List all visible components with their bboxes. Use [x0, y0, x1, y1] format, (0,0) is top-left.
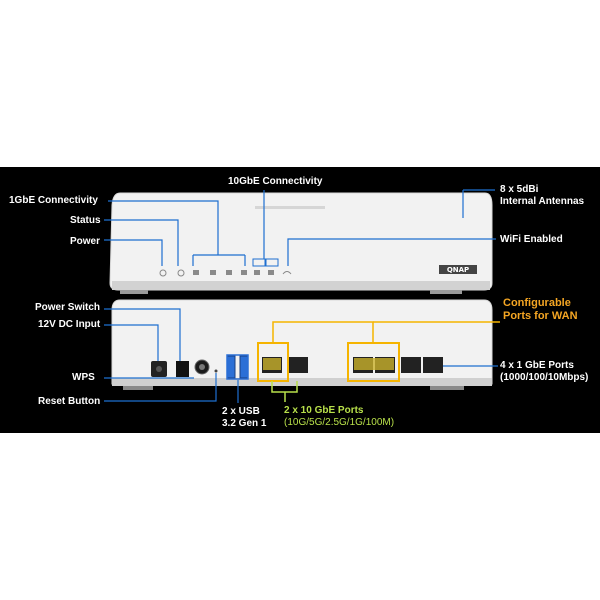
label-10gbe-ports-line1: 2 x 10 GbE Ports [284, 405, 364, 416]
label-wan: Configurable Ports for WAN [503, 297, 578, 323]
router-front-unit: QNAP [109, 192, 493, 294]
label-1gbe-ports-line1: 4 x 1 GbE Ports [500, 360, 574, 371]
label-antennas-line1: 8 x 5dBi [500, 184, 539, 195]
brand-logo: QNAP [447, 266, 469, 274]
label-wps: WPS [72, 372, 95, 383]
label-usb-line1: 2 x USB [222, 406, 260, 417]
label-wifi-enabled: WiFi Enabled [500, 234, 563, 245]
label-usb-line2: 3.2 Gen 1 [222, 418, 267, 429]
usb-highlight [226, 354, 249, 380]
callout-lines [104, 189, 498, 403]
label-power: Power [70, 236, 101, 247]
label-usb: 2 x USB 3.2 Gen 1 [222, 406, 266, 430]
label-1gbe-connectivity: 1GbE Connectivity [9, 195, 98, 206]
label-antennas: 8 x 5dBi Internal Antennas [500, 184, 584, 208]
label-antennas-line2: Internal Antennas [500, 196, 585, 207]
label-1gbe-ports: 4 x 1 GbE Ports (1000/100/10Mbps) [500, 360, 588, 384]
label-10gbe-ports: 2 x 10 GbE Ports (10G/5G/2.5G/1G/100M) [284, 405, 394, 429]
label-10gbe-connectivity: 10GbE Connectivity [228, 176, 323, 187]
router-rear-unit [111, 299, 493, 390]
label-reset-button: Reset Button [38, 396, 101, 407]
label-power-switch: Power Switch [35, 302, 101, 313]
label-dc-input: 12V DC Input [38, 319, 101, 330]
label-status: Status [70, 215, 101, 226]
label-wan-line2: Ports for WAN [503, 310, 578, 322]
label-1gbe-ports-line2: (1000/100/10Mbps) [500, 372, 589, 383]
label-wan-line1: Configurable [503, 297, 571, 309]
label-10gbe-ports-line2: (10G/5G/2.5G/1G/100M) [284, 417, 395, 428]
